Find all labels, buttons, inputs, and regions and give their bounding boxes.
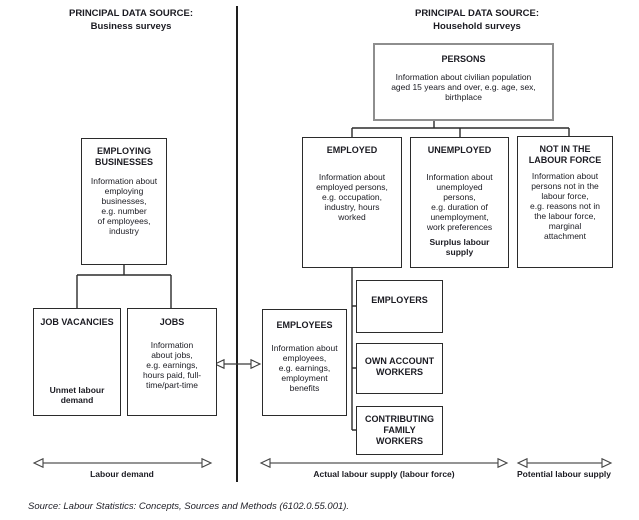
job-vacancies-title: JOB VACANCIES (40, 317, 114, 327)
unemployed-box: UNEMPLOYED Information about unemployed … (410, 137, 509, 268)
labour-demand-label: Labour demand (90, 469, 154, 479)
employed-bracket-connector (351, 268, 356, 431)
source-note: Source: Labour Statistics: Concepts, Sou… (28, 501, 350, 512)
own-account-workers-box: OWN ACCOUNT WORKERS (356, 343, 443, 394)
persons-box: PERSONS Information about civilian popul… (373, 43, 554, 121)
unemployed-title: UNEMPLOYED (427, 145, 492, 155)
employers-box: EMPLOYERS (356, 280, 443, 333)
employees-body: Information about employees, e.g. earnin… (271, 343, 338, 393)
persons-tree-connector (351, 121, 570, 137)
employees-title: EMPLOYEES (276, 320, 333, 330)
potential-labour-supply-label: Potential labour supply (517, 469, 611, 479)
employers-title: EMPLOYERS (371, 295, 428, 305)
not-in-labour-force-body: Information about persons not in the lab… (530, 171, 600, 241)
employing-businesses-title: EMPLOYING BUSINESSES (94, 146, 154, 167)
jobs-title: JOBS (159, 317, 185, 327)
contributing-family-workers-box: CONTRIBUTING FAMILY WORKERS (356, 406, 443, 455)
jobs-body: Information about jobs, e.g. earnings, h… (142, 340, 202, 390)
potential-labour-supply-arrow (516, 457, 613, 469)
unemployed-body: Information about unemployed persons, e.… (426, 172, 493, 232)
household-header-line1: PRINCIPAL DATA SOURCE: (414, 8, 540, 19)
employed-box: EMPLOYED Information about employed pers… (302, 137, 402, 268)
own-account-workers-title: OWN ACCOUNT WORKERS (364, 355, 435, 377)
jobs-box: JOBS Information about jobs, e.g. earnin… (127, 308, 217, 416)
business-header-line2: Business surveys (90, 21, 172, 32)
jobs-employees-arrow (213, 358, 262, 370)
not-in-labour-force-box: NOT IN THE LABOUR FORCE Information abou… (517, 136, 613, 268)
persons-body: Information about civilian population ag… (391, 72, 536, 102)
actual-labour-supply-arrow (259, 457, 509, 469)
household-surveys-header: PRINCIPAL DATA SOURCE: Household surveys (387, 7, 567, 33)
contributing-family-workers-title: CONTRIBUTING FAMILY WORKERS (365, 414, 434, 446)
labour-demand-arrow (32, 457, 213, 469)
employed-title: EMPLOYED (326, 145, 378, 155)
job-vacancies-footer: Unmet labour demand (49, 385, 105, 405)
not-in-labour-force-title: NOT IN THE LABOUR FORCE (528, 144, 602, 165)
employees-box: EMPLOYEES Information about employees, e… (262, 309, 347, 416)
job-vacancies-box: JOB VACANCIES Unmet labour demand (33, 308, 121, 416)
persons-title: PERSONS (441, 54, 486, 64)
left-tree-connector (76, 265, 172, 308)
business-header-line1: PRINCIPAL DATA SOURCE: (68, 8, 194, 19)
business-surveys-header: PRINCIPAL DATA SOURCE: Business surveys (41, 7, 221, 33)
employing-businesses-box: EMPLOYING BUSINESSES Information about e… (81, 138, 167, 265)
employed-body: Information about employed persons, e.g.… (316, 172, 388, 222)
unemployed-footer: Surplus labour supply (429, 237, 490, 257)
actual-labour-supply-label: Actual labour supply (labour force) (313, 469, 455, 479)
household-header-line2: Household surveys (433, 21, 521, 32)
employing-businesses-body: Information about employing businesses, … (90, 176, 158, 236)
